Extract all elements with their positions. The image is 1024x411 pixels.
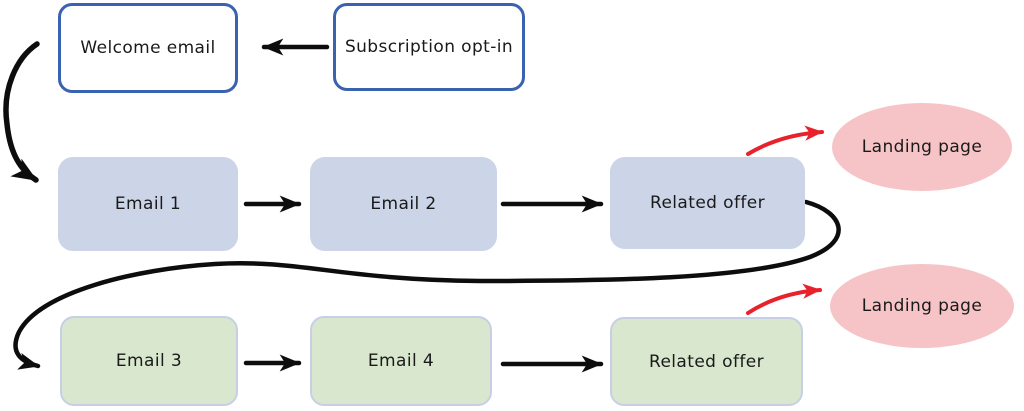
arrow-related-offer-bottom-to-landing-bottom xyxy=(746,283,822,315)
node-email-3: Email 3 xyxy=(60,316,238,406)
node-landing-page-top: Landing page xyxy=(832,103,1012,191)
node-subscription-opt-in: Subscription opt-in xyxy=(333,3,525,91)
node-related-offer-bottom: Related offer xyxy=(610,317,803,406)
node-email-2: Email 2 xyxy=(310,157,497,251)
arrow-related-offer-to-landing-top xyxy=(746,125,824,156)
node-related-offer-top: Related offer xyxy=(610,157,805,249)
node-email-1: Email 1 xyxy=(58,157,238,251)
node-email-4: Email 4 xyxy=(310,316,492,406)
node-landing-page-bottom: Landing page xyxy=(830,264,1014,348)
node-welcome-email: Welcome email xyxy=(58,3,238,93)
arrow-welcome-to-email1 xyxy=(3,41,40,183)
